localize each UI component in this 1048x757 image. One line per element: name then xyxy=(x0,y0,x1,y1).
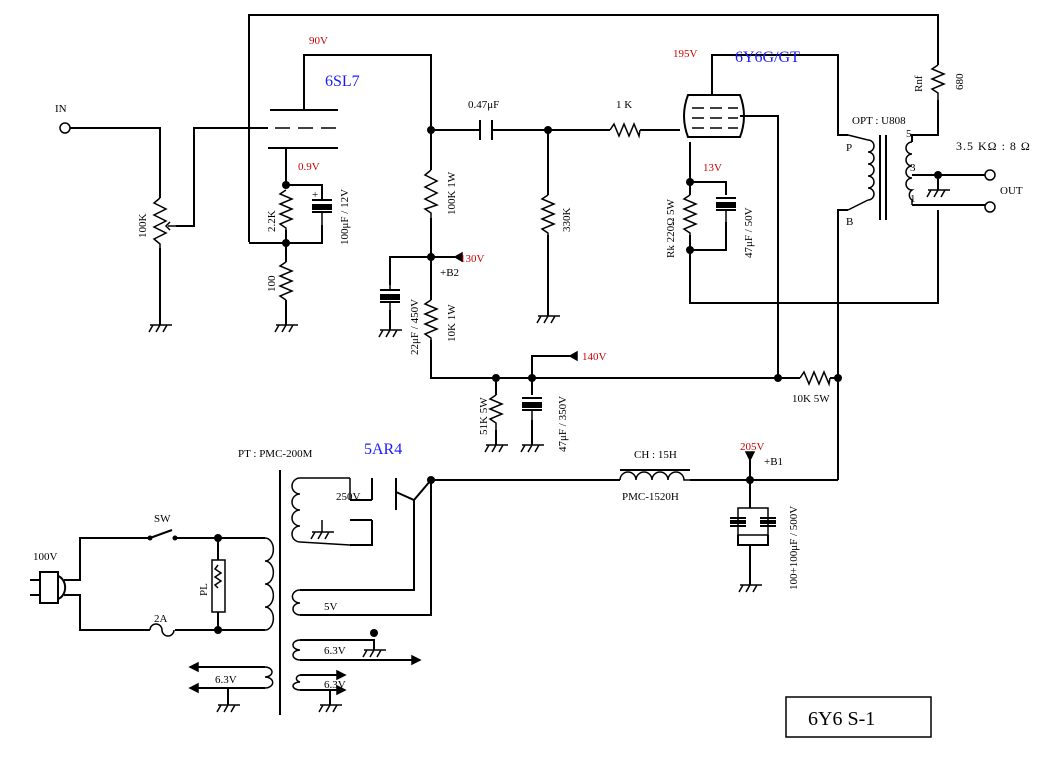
diagram-title: 6Y6 S-1 xyxy=(808,708,875,730)
label-pl: PL xyxy=(198,583,210,596)
label-2k2: 2.2K xyxy=(266,210,278,232)
label-6v3-c: 6.3V xyxy=(215,674,237,686)
label-250v: 250V xyxy=(336,491,361,503)
label-100: 100 xyxy=(266,275,278,292)
label-opt-p: P xyxy=(846,142,852,154)
label-51k: 51K 5W xyxy=(478,397,490,435)
resistor-rnf xyxy=(930,64,946,100)
out-terminal-gnd xyxy=(984,201,996,213)
label-opt-b: B xyxy=(846,216,853,228)
resistor-100 xyxy=(278,261,294,301)
label-opt-1: 1 xyxy=(910,193,916,205)
tube-6sl7-symbol xyxy=(270,109,338,149)
resistor-10k-5w xyxy=(799,370,831,387)
v09: 0.9V xyxy=(298,161,320,173)
label-10k1w: 10K 1W xyxy=(446,304,458,342)
tube-6y6-symbol xyxy=(683,94,745,138)
label-opt-5: 5 xyxy=(906,128,912,140)
output-transformer xyxy=(847,134,996,220)
resistor-2k2 xyxy=(278,189,294,230)
label-in: IN xyxy=(55,103,67,115)
cap-coupling xyxy=(479,120,493,140)
grounds xyxy=(148,189,950,713)
resistors xyxy=(152,64,946,430)
label-opt-3: 3 xyxy=(910,162,916,174)
label-100k1w: 100K 1W xyxy=(446,171,458,215)
label-impedance: 3.5 KΩ : 8 Ω xyxy=(956,139,1031,153)
capacitors: + xyxy=(312,120,776,536)
tube-6y6-label: 6Y6G/GT xyxy=(735,49,800,66)
resistor-1k xyxy=(609,122,641,139)
label-sw: SW xyxy=(154,513,171,525)
tube-5ar4-symbol xyxy=(371,478,432,510)
label-pt: PT : PMC-200M xyxy=(238,448,313,460)
label-100v: 100V xyxy=(33,551,58,563)
labels: IN 100K 6SL7 90V 0.9V 2.2K 100μF / 12V 1… xyxy=(33,35,1031,691)
label-100uf: 100μF / 12V xyxy=(339,189,351,245)
v205: 205V xyxy=(740,441,765,453)
volume-pot xyxy=(152,197,168,248)
label-047: 0.47μF xyxy=(468,99,499,111)
label-fuse: 2A xyxy=(154,613,168,625)
v90: 90V xyxy=(309,35,328,47)
tube-6sl7-label: 6SL7 xyxy=(325,73,360,90)
label-main-cap: 100+100μF / 500V xyxy=(788,506,800,590)
label-rnf: Rnf xyxy=(913,75,925,92)
fuse-symbol xyxy=(149,623,175,637)
label-330k: 330K xyxy=(561,208,573,233)
resistor-10k-1w xyxy=(423,299,439,340)
label-rk: Rk 220Ω 5W xyxy=(665,198,677,258)
resistor-51k xyxy=(488,394,504,430)
label-6v3-a: 6.3V xyxy=(324,645,346,657)
wiring xyxy=(59,14,985,705)
power-transformer xyxy=(264,470,351,715)
label-5v: 5V xyxy=(324,601,338,613)
label-choke: CH : 15H xyxy=(634,449,677,461)
label-6v3-b: 6.3V xyxy=(324,679,346,691)
resistor-100k-load xyxy=(423,169,439,218)
v130: 130V xyxy=(460,253,485,265)
label-b2: +B2 xyxy=(440,267,459,279)
v195: 195V xyxy=(673,48,698,60)
svg-text:+: + xyxy=(312,189,318,201)
junction-dots xyxy=(214,126,942,637)
label-1k: 1 K xyxy=(616,99,632,111)
tube-5ar4-label: 5AR4 xyxy=(364,441,402,458)
v13: 13V xyxy=(703,162,722,174)
label-opt: OPT : U808 xyxy=(852,115,906,127)
arrows xyxy=(188,251,756,696)
input-terminal xyxy=(59,122,71,134)
choke xyxy=(619,469,690,481)
label-choke-part: PMC-1520H xyxy=(622,491,679,503)
label-680: 680 xyxy=(954,73,966,90)
label-47uf-350: 47μF / 350V xyxy=(557,396,569,452)
resistor-330k xyxy=(540,194,556,235)
mains-parts xyxy=(30,529,226,637)
label-10k5w: 10K 5W xyxy=(792,393,830,405)
label-vol-pot: 100K xyxy=(137,214,149,239)
label-47uf-50: 47μF / 50V xyxy=(743,207,755,258)
resistor-rk xyxy=(682,194,698,235)
out-terminal-hot xyxy=(984,169,996,181)
title-box xyxy=(785,696,932,738)
pilot-lamp xyxy=(211,559,226,613)
label-out: OUT xyxy=(1000,185,1023,197)
v140: 140V xyxy=(582,351,607,363)
mains-plug xyxy=(39,571,67,604)
label-b1: +B1 xyxy=(764,456,783,468)
label-22uf: 22μF / 450V xyxy=(409,299,421,355)
